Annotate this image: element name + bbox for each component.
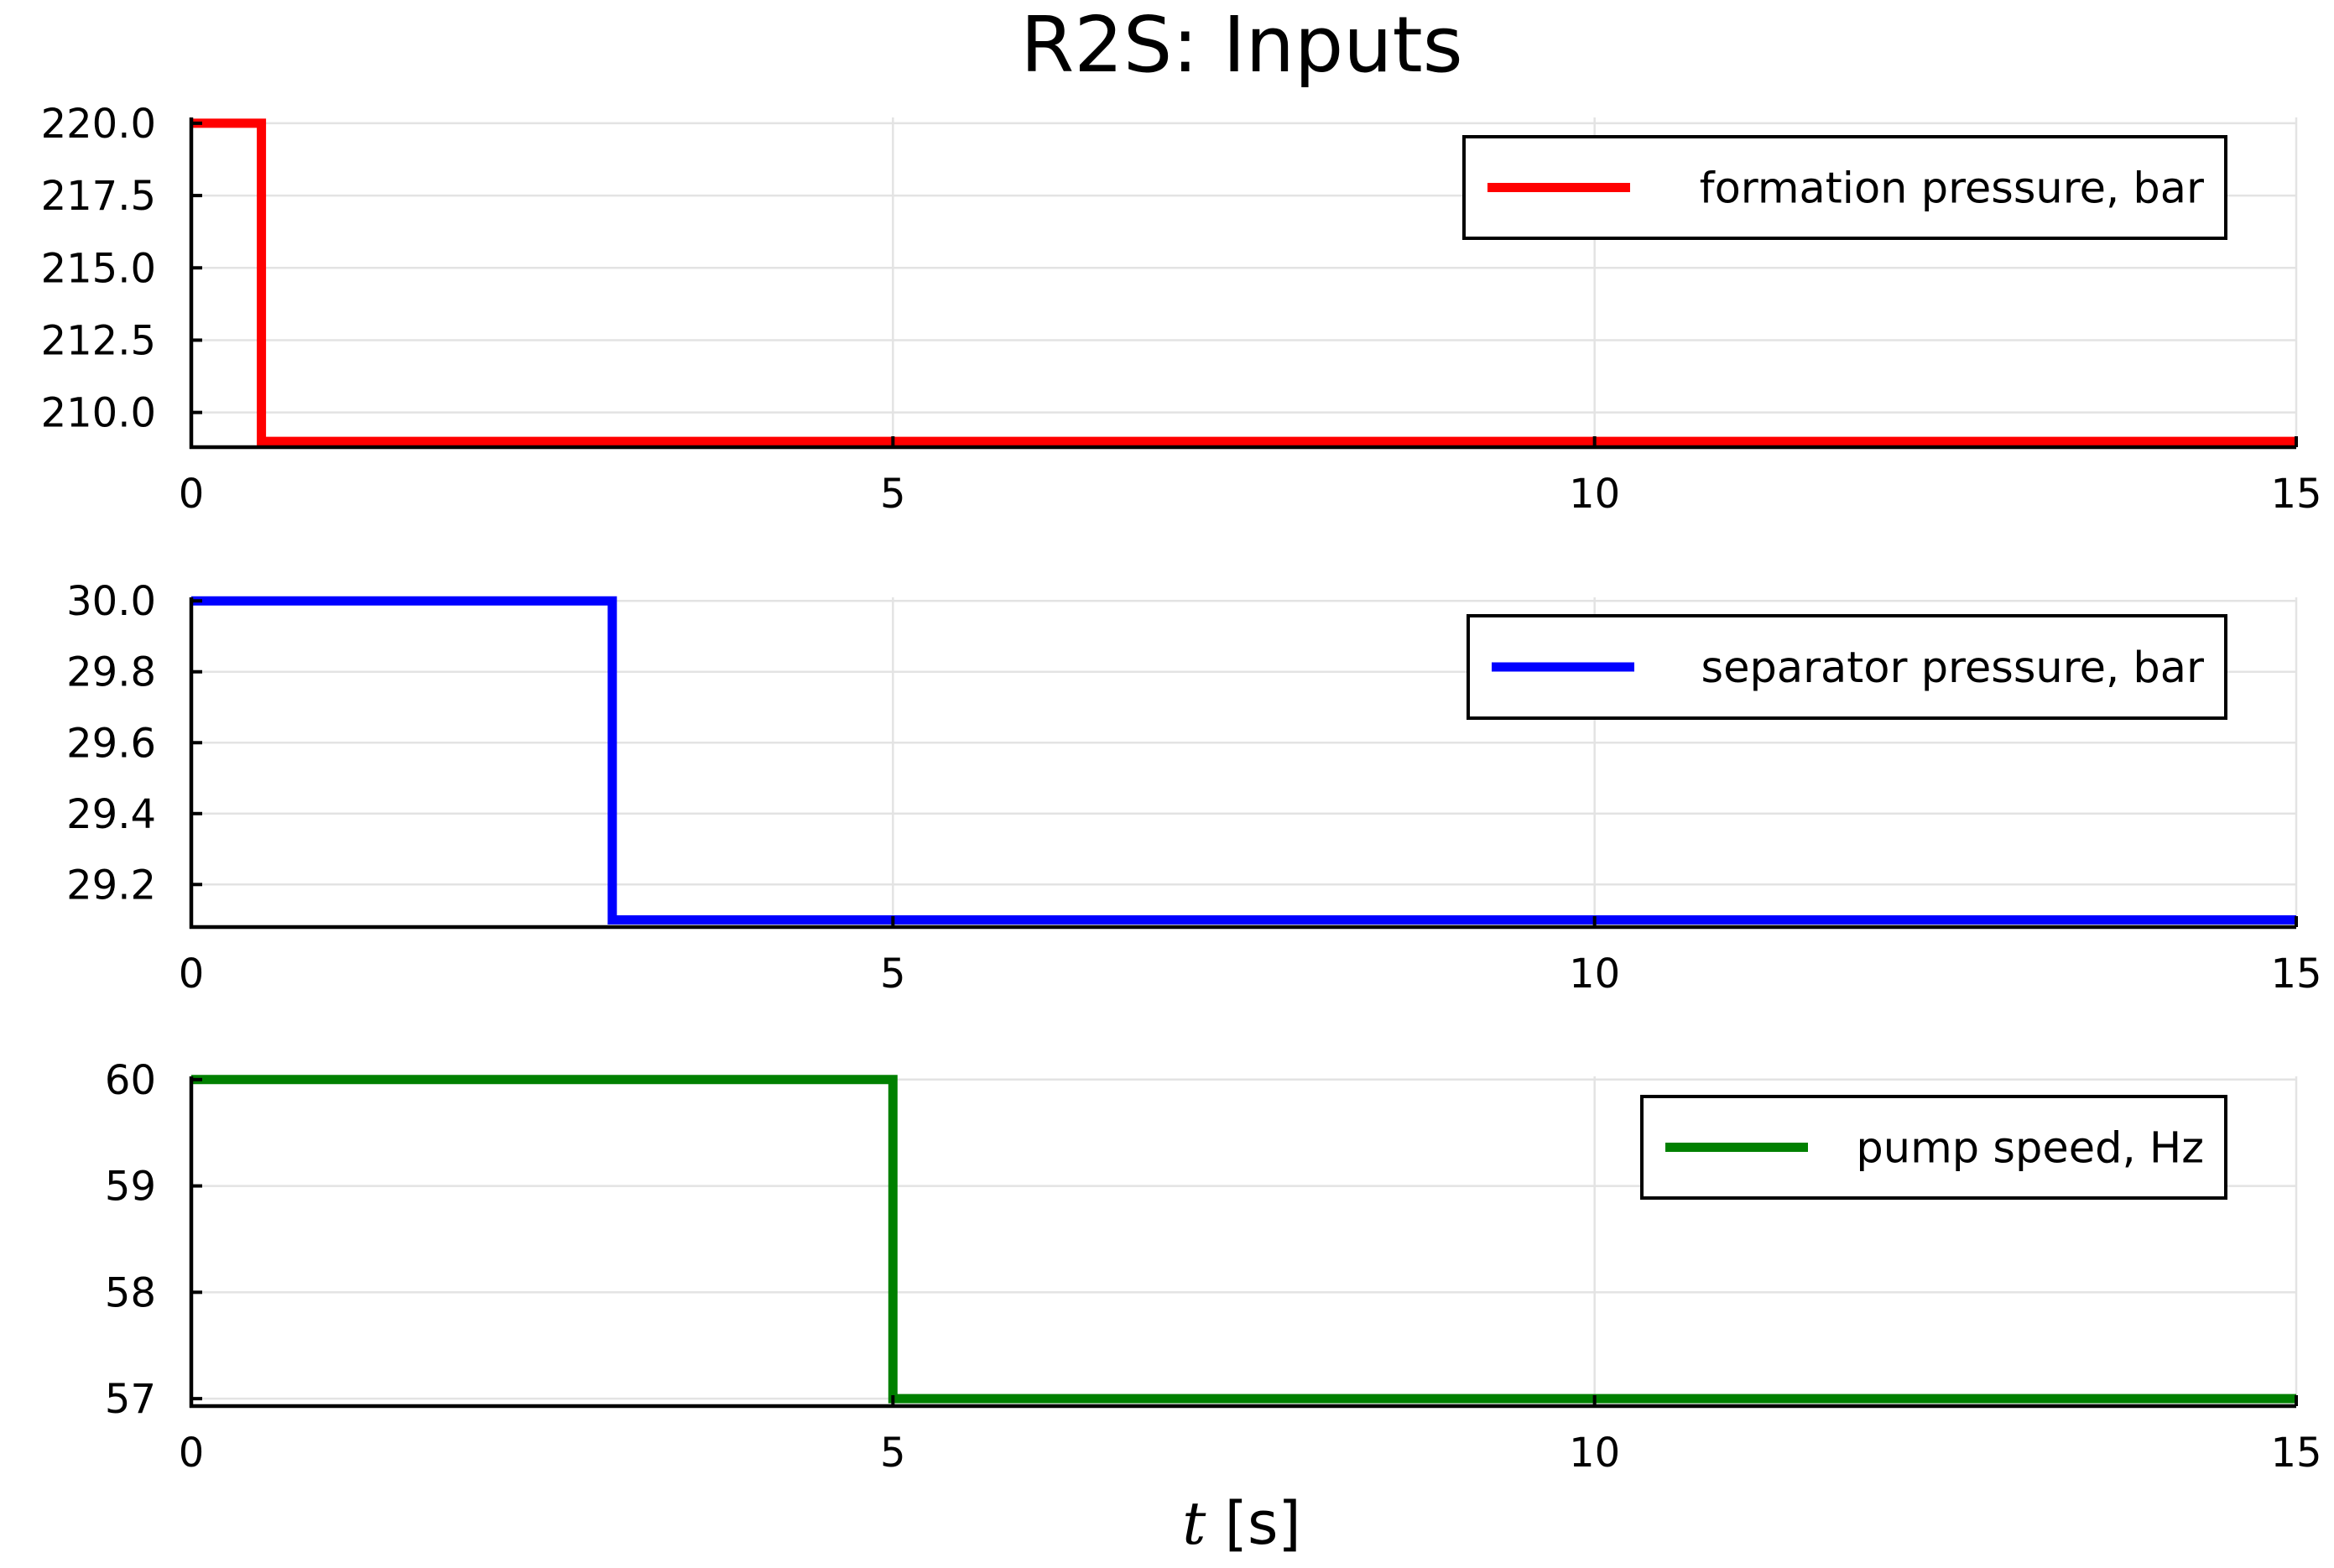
y-tick-label: 59 [105,1164,156,1211]
series-line [191,596,2296,925]
y-tick-label: 29.4 [66,791,156,838]
legend: formation pressure, bar [1462,135,2227,240]
chart-title: R2S: Inputs [1020,0,1462,90]
x-tick-label: 15 [2270,1430,2321,1477]
x-tick-label: 5 [880,951,906,998]
y-tick-label: 60 [105,1057,156,1104]
x-tick-label: 0 [179,471,205,518]
y-tick-label: 29.6 [66,720,156,767]
subplot-2: 0 5 10 15 29.2 29.4 29.6 29.8 30.0 separator pres… [66,578,2321,998]
y-tick-label: 212.5 [41,317,156,364]
x-tick-label: 15 [2270,951,2321,998]
legend-label: pump speed, Hz [1856,1124,2204,1174]
y-tick-label: 30.0 [66,578,156,625]
x-axis-label-unit: [s] [1206,1489,1300,1558]
y-tick-label: 215.0 [41,245,156,292]
subplot-panels: 0 5 10 15 210.0 212.5 215.0 217.5 220.0 formation… [41,101,2322,1477]
subplot-3: 0 5 10 15 57 58 59 60 pump speed, Hz [105,1057,2322,1477]
series-line [191,118,2296,446]
legend: separator pressure, bar [1467,614,2227,720]
x-tick-label: 15 [2270,471,2321,518]
x-axis-label: t [s] [1182,1489,1300,1558]
y-tick-label: 29.8 [66,649,156,696]
y-tick-label: 57 [105,1376,156,1423]
x-axis-label-variable: t [1182,1489,1206,1558]
x-tick-label: 5 [880,1430,906,1477]
x-tick-label: 0 [179,1430,205,1477]
subplot-1: 0 5 10 15 210.0 212.5 215.0 217.5 220.0 formation… [41,101,2322,518]
y-tick-label: 220.0 [41,101,156,148]
y-tick-label: 217.5 [41,173,156,220]
x-tick-label: 10 [1569,951,1620,998]
x-tick-label: 5 [880,471,906,518]
x-tick-label: 0 [179,951,205,998]
y-tick-label: 210.0 [41,390,156,437]
legend-label: formation pressure, bar [1700,164,2204,214]
legend-label: separator pressure, bar [1701,643,2205,693]
legend: pump speed, Hz [1640,1095,2227,1200]
y-tick-label: 58 [105,1269,156,1316]
x-tick-label: 10 [1569,1430,1620,1477]
x-tick-label: 10 [1569,471,1620,518]
y-tick-label: 29.2 [66,862,156,909]
